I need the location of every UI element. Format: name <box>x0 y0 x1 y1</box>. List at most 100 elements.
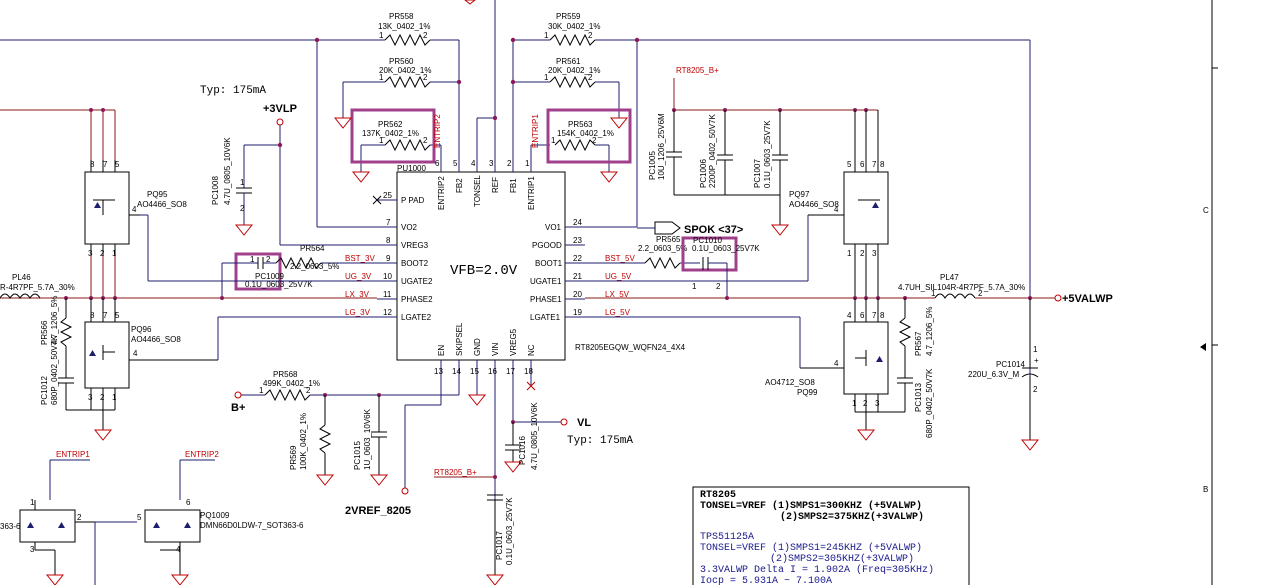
net-entrip2-vertical: ENTRIP2 <box>433 114 442 148</box>
svg-text:7: 7 <box>103 160 108 169</box>
net-rt8205-bplus-bottom: RT8205_B+ <box>434 468 477 477</box>
svg-text:2: 2 <box>863 399 868 408</box>
svg-text:9: 9 <box>386 254 391 263</box>
vlp-section: Typ: 175mA +3VLP PC1008 4.7U_0805_10V6K … <box>200 85 377 246</box>
svg-text:DMN66D0LDW-7_SOT363-6: DMN66D0LDW-7_SOT363-6 <box>200 521 304 530</box>
net-3vlp: +3VLP <box>263 103 297 115</box>
svg-text:8: 8 <box>90 160 95 169</box>
svg-text:7: 7 <box>872 311 877 320</box>
svg-text:VREG5: VREG5 <box>509 328 518 356</box>
svg-text:8: 8 <box>90 311 95 320</box>
notes-line1: TONSEL=VREF (1)SMPS1=300KHZ (+5VALWP) <box>700 500 922 512</box>
net-lx3v: LX_3V <box>345 290 370 299</box>
svg-text:0.1U_0603_25V7K: 0.1U_0603_25V7K <box>505 497 514 565</box>
ic-center-label: VFB=2.0V <box>450 263 518 279</box>
svg-text:VO2: VO2 <box>401 223 418 232</box>
net-bst5v: BST_5V <box>605 254 635 263</box>
svg-text:PC1012: PC1012 <box>40 376 49 405</box>
svg-text:1: 1 <box>1033 345 1038 354</box>
svg-text:12: 12 <box>383 308 392 317</box>
resistor-pr565[interactable]: PR565 2.2_0603_5% <box>585 235 700 270</box>
svg-text:2: 2 <box>423 73 428 82</box>
svg-text:PGOOD: PGOOD <box>532 241 562 250</box>
spok-net[interactable]: SPOK <37> <box>637 221 743 236</box>
svg-text:2.2_0603_5%: 2.2_0603_5% <box>290 262 339 271</box>
svg-text:PQ95: PQ95 <box>147 190 168 199</box>
svg-text:499K_0402_1%: 499K_0402_1% <box>263 379 320 388</box>
svg-text:BOOT1: BOOT1 <box>535 259 563 268</box>
notes-line4: TONSEL=VREF (1)SMPS1=245KHZ (+5VALWP) <box>700 542 922 554</box>
svg-text:5: 5 <box>453 159 458 168</box>
svg-text:25: 25 <box>383 191 392 200</box>
top-wiring <box>0 0 1031 440</box>
ic-right-pins: 24 VO1 23 PGOOD 22 BOOT1 21 UGATE1 20 PH… <box>530 218 585 322</box>
svg-text:AO4712_SO8: AO4712_SO8 <box>765 378 815 387</box>
svg-text:ENTRIP2: ENTRIP2 <box>437 176 446 210</box>
svg-text:EN: EN <box>437 345 446 356</box>
svg-text:3: 3 <box>875 399 880 408</box>
svg-text:17: 17 <box>506 367 515 376</box>
svg-text:2: 2 <box>423 31 428 40</box>
svg-text:1: 1 <box>379 136 384 145</box>
svg-text:FB1: FB1 <box>509 178 518 193</box>
svg-text:19: 19 <box>573 308 582 317</box>
svg-text:ENTRIP1: ENTRIP1 <box>527 176 536 210</box>
svg-text:PQ1009: PQ1009 <box>200 511 230 520</box>
svg-text:2.2_0603_5%: 2.2_0603_5% <box>638 244 687 253</box>
svg-text:20K_0402_1%: 20K_0402_1% <box>379 66 432 75</box>
svg-text:SPOK <37>: SPOK <37> <box>684 224 743 236</box>
svg-text:24: 24 <box>573 218 582 227</box>
svg-text:PC1005: PC1005 <box>648 151 657 180</box>
svg-text:UGATE1: UGATE1 <box>530 277 562 286</box>
sot-label: 363-6 <box>0 522 21 531</box>
net-2vref: 2VREF_8205 <box>345 505 411 517</box>
ic-pu1000[interactable]: PU1000 VFB=2.0V RT8205EGQW_WQFN24_4X4 25… <box>377 155 686 378</box>
svg-text:PC1017: PC1017 <box>495 531 504 560</box>
net-5valwp: +5VALWP <box>1062 293 1113 305</box>
typ-current-left: Typ: 175mA <box>200 85 266 97</box>
svg-text:1: 1 <box>112 393 117 402</box>
resistor-pr564[interactable]: PR564 2.2_0603_5% <box>275 244 377 271</box>
svg-text:23: 23 <box>573 236 582 245</box>
svg-text:PHASE1: PHASE1 <box>530 295 562 304</box>
svg-text:15: 15 <box>470 367 479 376</box>
svg-text:PC1016: PC1016 <box>518 436 527 465</box>
svg-text:1: 1 <box>852 399 857 408</box>
svg-text:16: 16 <box>488 367 497 376</box>
ic-bottom-pins: 13 EN 14 SKIPSEL 15 GND 16 VIN 17 VREG5 … <box>434 322 536 378</box>
border-zone-b: B <box>1203 485 1208 494</box>
svg-text:1: 1 <box>692 282 697 291</box>
svg-text:2: 2 <box>592 136 597 145</box>
ic-part: RT8205EGQW_WQFN24_4X4 <box>575 343 686 352</box>
svg-text:2: 2 <box>588 31 593 40</box>
svg-text:1: 1 <box>259 386 264 395</box>
svg-text:3: 3 <box>88 393 93 402</box>
entrip-fets: ENTRIP1 1 2 3 363-6 ENTRIP2 5 6 PQ1009 D… <box>0 450 304 585</box>
ground-icon <box>333 0 629 183</box>
svg-text:4.7_1206_5%: 4.7_1206_5% <box>50 296 59 345</box>
svg-text:PR564: PR564 <box>300 244 325 253</box>
ic-top-pins: 6 ENTRIP2 5 FB2 4 TONSEL 3 REF 2 FB1 1 E… <box>435 155 536 210</box>
svg-text:1: 1 <box>250 255 255 264</box>
net-bst3v: BST_3V <box>345 254 375 263</box>
svg-text:4: 4 <box>471 159 476 168</box>
svg-text:2200P_0402_50V7K: 2200P_0402_50V7K <box>708 113 717 188</box>
svg-text:21: 21 <box>573 272 582 281</box>
svg-text:154K_0402_1%: 154K_0402_1% <box>557 129 614 138</box>
svg-text:1: 1 <box>112 249 117 258</box>
inductor-pl47-ref: PL47 <box>940 273 959 282</box>
svg-text:FB2: FB2 <box>455 178 464 193</box>
svg-text:2: 2 <box>240 204 245 213</box>
svg-text:7: 7 <box>103 311 108 320</box>
svg-text:100K_0402_1%: 100K_0402_1% <box>299 413 308 470</box>
